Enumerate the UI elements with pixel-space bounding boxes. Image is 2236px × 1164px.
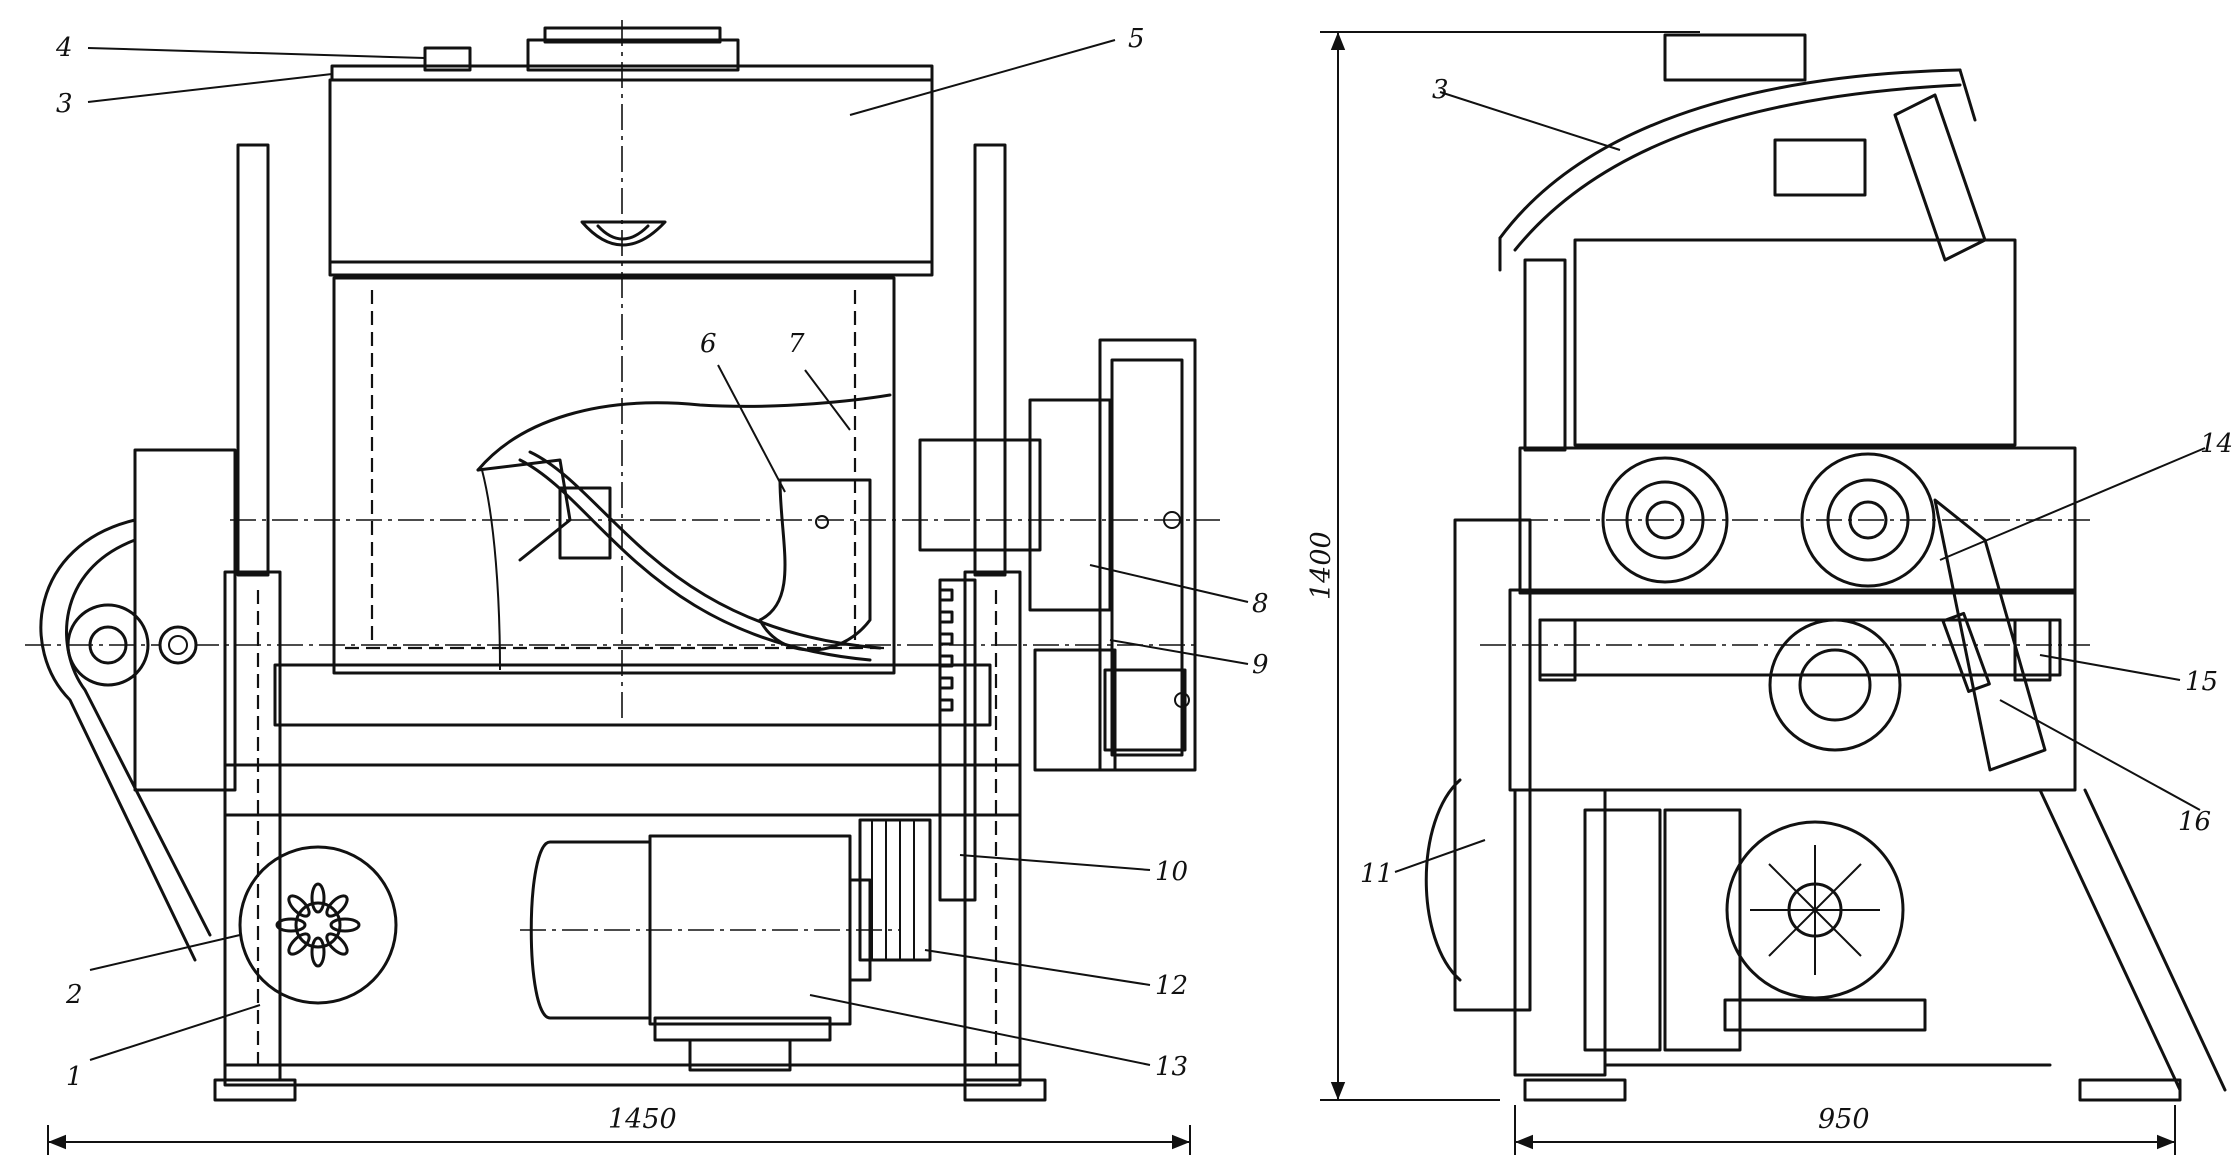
dim-front-width: 1450 bbox=[608, 1104, 677, 1135]
label-11: 11 bbox=[1360, 859, 1393, 889]
front-lid bbox=[328, 26, 934, 277]
side-view bbox=[1424, 33, 2227, 1102]
dimensions: 1450 950 1400 bbox=[47, 31, 2176, 1155]
front-mixing-bowl bbox=[332, 20, 896, 720]
side-gear-housing bbox=[1480, 446, 2090, 792]
label-7: 7 bbox=[788, 329, 805, 359]
gear-teeth bbox=[938, 588, 954, 712]
label-6: 6 bbox=[700, 329, 717, 359]
front-frame bbox=[25, 143, 1220, 1102]
label-4: 4 bbox=[55, 33, 73, 63]
label-3: 3 bbox=[56, 89, 73, 119]
front-view bbox=[25, 20, 1220, 1102]
label-13: 13 bbox=[1155, 1052, 1188, 1082]
label-5: 5 bbox=[1128, 24, 1145, 54]
dim-height: 1400 bbox=[1306, 531, 1337, 600]
leader-lines bbox=[87, 39, 2206, 1066]
front-right-drive bbox=[918, 338, 1197, 902]
label-2: 2 bbox=[65, 980, 83, 1010]
label-14: 14 bbox=[2200, 429, 2233, 459]
label-12: 12 bbox=[1155, 971, 1188, 1001]
label-16: 16 bbox=[2178, 807, 2211, 837]
label-9: 9 bbox=[1252, 650, 1269, 680]
dim-side-width: 950 bbox=[1818, 1104, 1870, 1135]
part-labels: 1 2 3 4 5 6 7 8 9 10 11 12 13 3 14 15 16 bbox=[55, 24, 2233, 1092]
side-frame bbox=[1453, 518, 2227, 1102]
label-8: 8 bbox=[1252, 589, 1269, 619]
label-15: 15 bbox=[2185, 667, 2218, 697]
front-motor bbox=[520, 818, 932, 1072]
label-3-side: 3 bbox=[1432, 75, 1449, 105]
fan-icon bbox=[1750, 845, 1880, 975]
side-lever bbox=[1933, 498, 2047, 772]
side-lid bbox=[1498, 33, 2017, 452]
front-belt-drive bbox=[39, 518, 398, 1005]
fan-icon bbox=[275, 882, 361, 968]
label-10: 10 bbox=[1155, 857, 1188, 887]
side-motor bbox=[1424, 778, 1927, 1032]
label-1: 1 bbox=[66, 1062, 83, 1092]
